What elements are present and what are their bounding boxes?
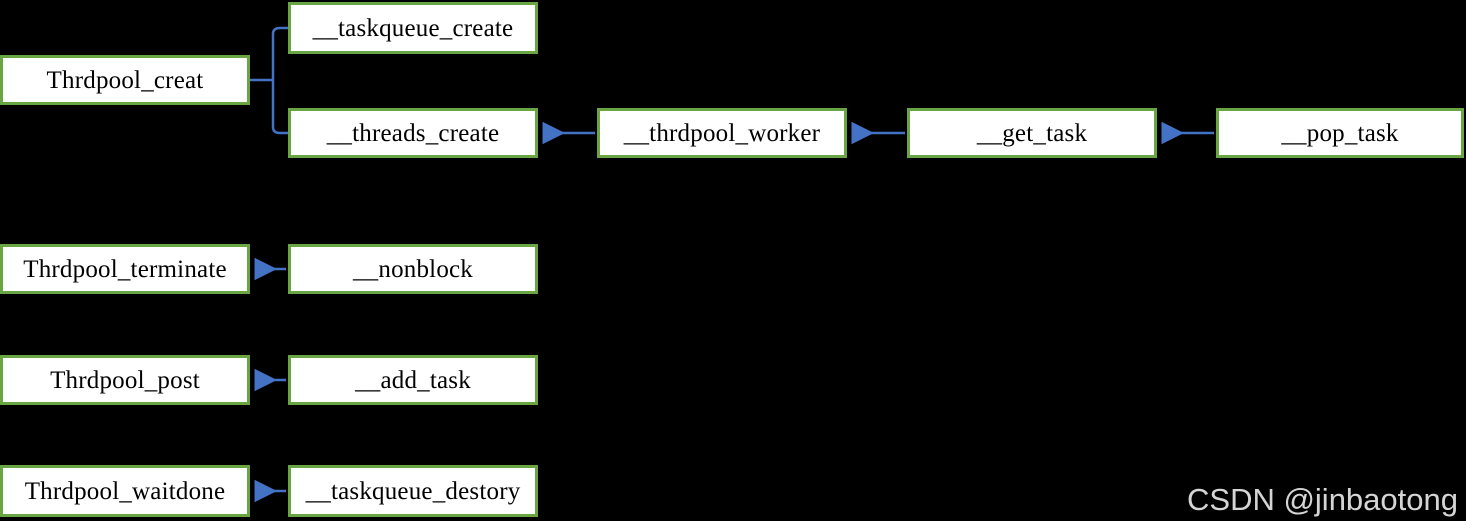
edge-creat-branch bbox=[250, 26, 288, 135]
node-thrdpool-post[interactable]: Thrdpool_post bbox=[0, 355, 250, 405]
node-thrdpool-worker[interactable]: __thrdpool_worker bbox=[597, 108, 847, 158]
node-add-task[interactable]: __add_task bbox=[288, 355, 538, 405]
node-threads-create[interactable]: __threads_create bbox=[288, 108, 538, 158]
node-nonblock[interactable]: __nonblock bbox=[288, 244, 538, 294]
node-taskqueue-create[interactable]: __taskqueue_create bbox=[288, 2, 538, 54]
node-thrdpool-terminate[interactable]: Thrdpool_terminate bbox=[0, 244, 250, 294]
node-thrdpool-creat[interactable]: Thrdpool_creat bbox=[0, 55, 250, 105]
node-thrdpool-waitdone[interactable]: Thrdpool_waitdone bbox=[0, 465, 250, 517]
node-taskqueue-destory[interactable]: __taskqueue_destory bbox=[288, 465, 538, 517]
watermark: CSDN @jinbaotong bbox=[1187, 482, 1458, 517]
node-get-task[interactable]: __get_task bbox=[907, 108, 1157, 158]
node-pop-task[interactable]: __pop_task bbox=[1216, 108, 1464, 158]
